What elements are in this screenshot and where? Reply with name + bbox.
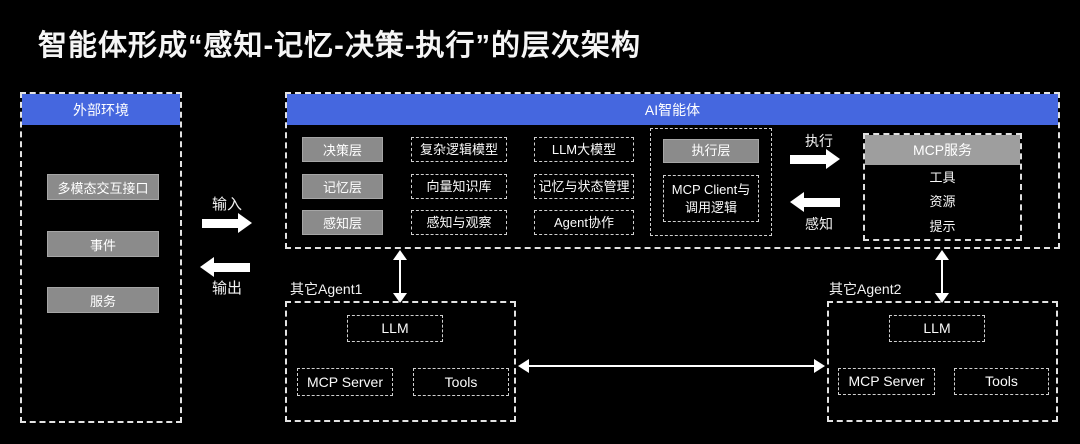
agent1-box: LLM MCP Server Tools [285,301,516,422]
output-arrow-icon [200,257,250,277]
execute-arrow-head [826,149,840,169]
output-arrow-shaft [214,262,250,272]
module-perception-observation: 感知与观察 [411,210,507,235]
execute-arrow-shaft [790,154,826,164]
output-arrow-label: 输出 [211,280,242,297]
module-llm-large-model: LLM大模型 [534,137,634,162]
layer-memory: 记忆层 [302,174,383,199]
external-environment-header: 外部环境 [22,94,180,125]
env-item-multimodal-interface: 多模态交互接口 [47,174,159,200]
page-title: 智能体形成“感知-记忆-决策-执行”的层次架构 [38,30,641,62]
mcp-service-box: MCP服务 工具 资源 提示 [863,133,1022,241]
ai-agent-box: AI智能体 决策层 记忆层 感知层 复杂逻辑模型 向量知识库 感知与观察 LLM… [285,92,1060,249]
output-arrow-head [200,257,214,277]
mcp-client-line2: 调用逻辑 [684,199,737,215]
module-complex-logic-model: 复杂逻辑模型 [411,137,507,162]
ai-agent-header: AI智能体 [287,94,1058,125]
agent2-link-arrow-up [934,250,949,260]
input-arrow-shaft [202,218,238,228]
mcp-service-item-resources: 资源 [929,194,956,210]
agents-link-arrow-line [529,364,814,367]
mcp-service-item-tools: 工具 [929,169,956,185]
external-environment-box: 外部环境 多模态交互接口 事件 服务 [20,92,182,423]
input-arrow-head [238,213,252,233]
layer-perception: 感知层 [302,210,383,235]
mcp-service-header: MCP服务 [865,135,1020,165]
agent2-label: 其它Agent2 [829,281,902,297]
env-item-services: 服务 [47,287,159,313]
agent1-link-arrow-down [392,293,407,303]
agent2-link-arrow-line [940,260,943,293]
agents-link-arrow-right [814,358,825,373]
env-item-events: 事件 [47,231,159,257]
layer-execution: 执行层 [663,139,759,163]
agent1-tools-box: Tools [413,368,509,396]
agent1-link-arrow-icon [392,250,407,303]
perceive-arrow-icon [790,192,840,212]
agent1-link-arrow-line [398,260,401,293]
agent2-tools-box: Tools [954,368,1049,395]
agent1-llm-box: LLM [347,315,443,342]
execute-arrow-label: 执行 [805,133,833,149]
agent2-box: LLM MCP Server Tools [827,301,1058,422]
agent1-label: 其它Agent1 [290,281,363,297]
layer-decision: 决策层 [302,137,383,162]
agents-link-arrow-left [518,358,529,373]
agents-link-arrow-icon [518,358,825,373]
input-arrow-label: 输入 [211,196,242,213]
agent2-link-arrow-down [934,293,949,303]
execution-sub-box: 执行层 MCP Client与 调用逻辑 [650,128,772,236]
mcp-service-item-prompts: 提示 [929,218,956,234]
module-agent-collaboration: Agent协作 [534,210,634,235]
module-mcp-client: MCP Client与 调用逻辑 [663,175,759,222]
agent2-link-arrow-icon [934,250,949,303]
perceive-arrow-head [790,192,804,212]
agent2-llm-box: LLM [889,315,985,342]
agent2-mcp-server-box: MCP Server [838,368,935,395]
execute-arrow-icon [790,149,840,169]
agent1-mcp-server-box: MCP Server [297,368,393,396]
perceive-arrow-label: 感知 [805,216,833,232]
module-memory-state-management: 记忆与状态管理 [534,174,634,199]
perceive-arrow-shaft [804,197,840,207]
mcp-service-items: 工具 资源 提示 [865,165,1020,239]
agent1-link-arrow-up [392,250,407,260]
mcp-client-line1: MCP Client与 [671,181,751,197]
module-vector-knowledge-base: 向量知识库 [411,174,507,199]
input-arrow-icon [202,213,252,233]
